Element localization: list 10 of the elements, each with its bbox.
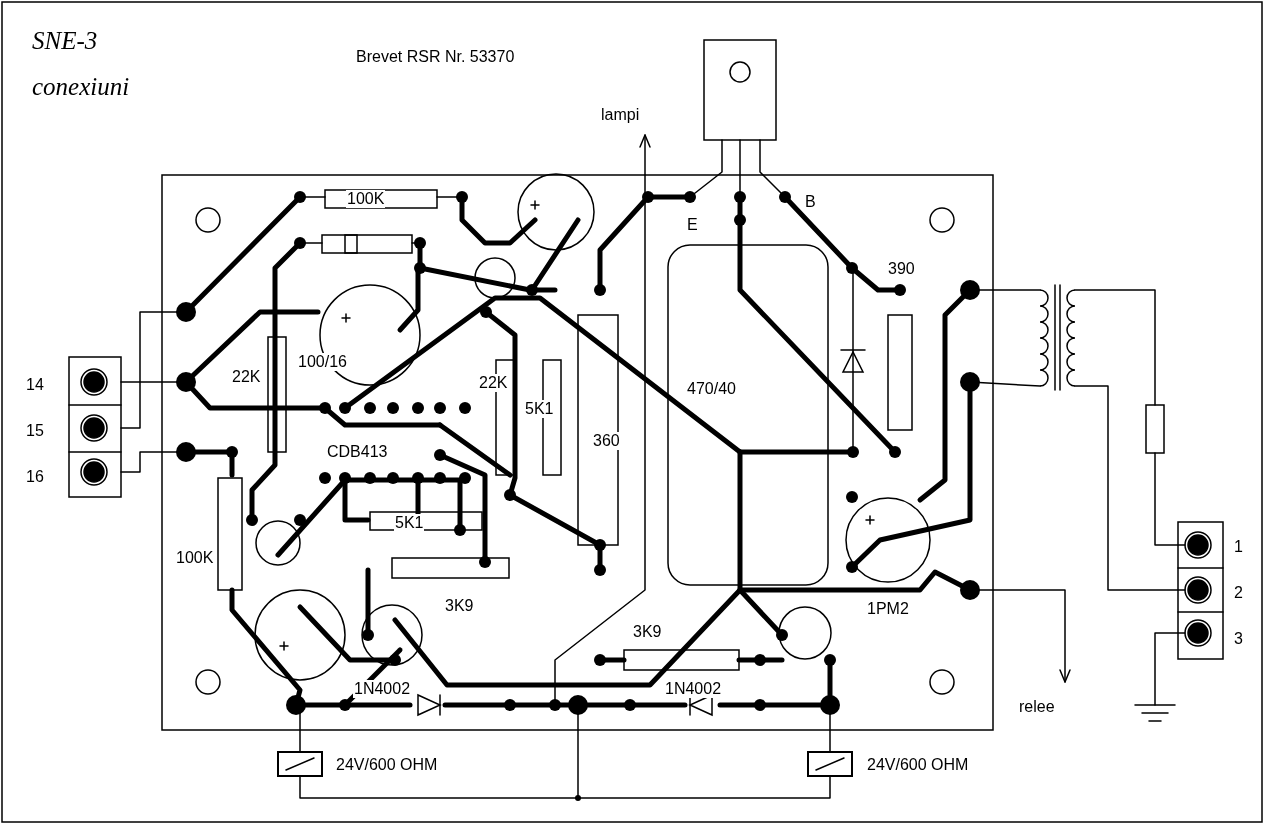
component-value: 5K1 bbox=[394, 514, 425, 532]
component-value: 100K bbox=[346, 190, 386, 208]
component-value: 5K1 bbox=[524, 400, 555, 418]
signal-label: lampi bbox=[600, 106, 641, 124]
component-label: 1N4002 bbox=[664, 680, 723, 698]
component-label: 1N4002 bbox=[353, 680, 412, 698]
component-value: 22K bbox=[478, 374, 509, 392]
diagram-title: SNE-3 conexiuni bbox=[32, 26, 131, 102]
component-value: 360 bbox=[592, 432, 621, 450]
component-value: 100/16 bbox=[297, 353, 348, 371]
